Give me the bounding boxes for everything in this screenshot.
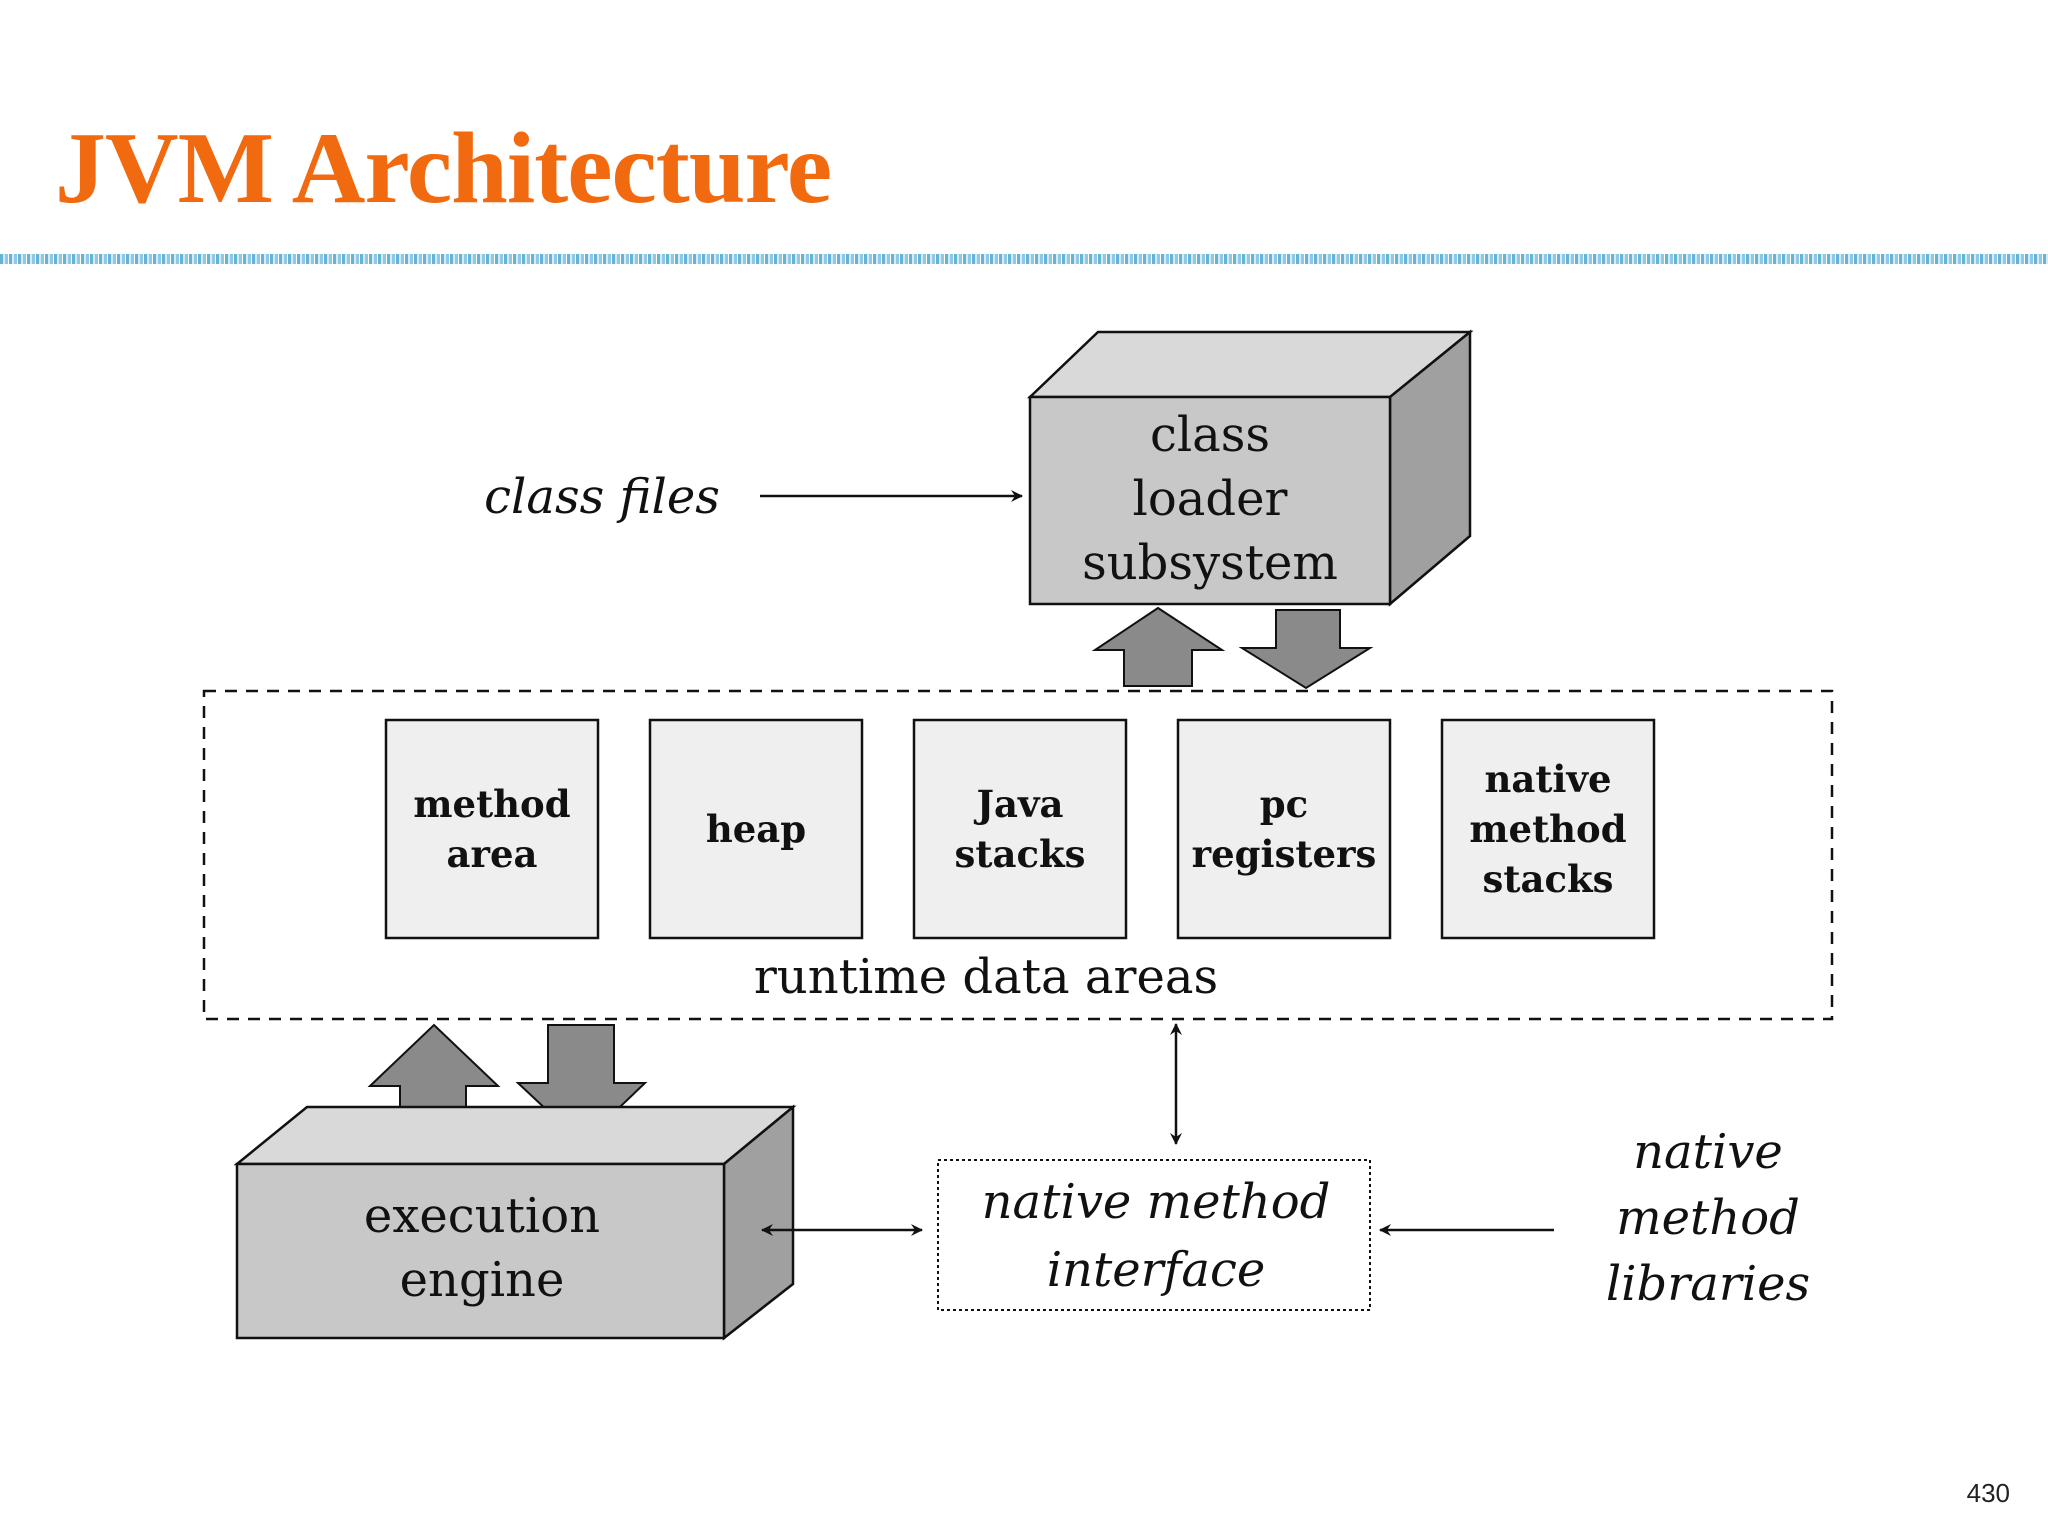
slide-title: JVM Architecture [55,112,832,225]
runtime-area-box [384,718,600,940]
native-interface-line: interface [1047,1242,1266,1298]
native-method-interface-label: native method interface [982,1174,1331,1298]
runtime-area-box [1176,718,1392,940]
runtime-area-label: heap [706,807,806,851]
runtime-area-label: Java stacks [955,782,1086,876]
execution-engine-line: engine [400,1252,565,1308]
runtime-area-label: method area [413,782,570,876]
execution-engine-top-face [233,1105,797,1166]
class-loader-line: subsystem [1082,535,1338,591]
native-method-libraries-label: native method libraries [1606,1124,1810,1312]
runtime-area-label: pc registers [1192,782,1377,876]
runtime-area-line: method [1469,807,1626,851]
native-libraries-line: method [1616,1190,1800,1246]
runtime-area-line: pc [1260,782,1308,826]
class-files-label: class files [484,469,720,525]
execution-engine-label: execution engine [364,1188,600,1308]
runtime-area-line: stacks [1483,857,1614,901]
runtime-area-box [1440,718,1656,940]
runtime-area-line: Java [974,782,1064,826]
runtime-areas: method area heap Java stacks pc registers nativ… [384,718,1656,940]
execution-engine-line: execution [364,1188,600,1244]
block-arrow-up-to-class-loader [1091,606,1226,687]
runtime-area-line: native [1484,757,1611,801]
execution-engine: execution engine [233,1104,797,1341]
native-libraries-line: native [1633,1124,1783,1180]
runtime-area-label: native method stacks [1469,757,1626,901]
runtime-area-line: stacks [955,832,1086,876]
runtime-area-box [912,718,1128,940]
native-method-interface-box [937,1159,1371,1311]
execution-engine-front-face [235,1162,726,1340]
runtime-data-areas-container [202,689,1834,1021]
class-loader-subsystem: class loader subsystem [1026,329,1474,607]
native-interface-line: native method [982,1174,1331,1230]
runtime-area-line: registers [1192,832,1377,876]
runtime-area-box [648,718,864,940]
class-loader-line: class [1150,407,1270,463]
class-loader-label: class loader subsystem [1082,407,1338,591]
runtime-area-line: area [447,832,538,876]
title-divider [0,254,2048,264]
page-number: 430 [1966,1478,2010,1508]
class-loader-front-face [1028,395,1392,606]
block-arrow-down-from-class-loader [1238,609,1374,690]
runtime-area-line: method [413,782,570,826]
runtime-data-areas-label: runtime data areas [754,949,1218,1005]
class-loader-line: loader [1133,471,1288,527]
class-files-line: class files [484,469,720,525]
native-libraries-line: libraries [1606,1256,1810,1312]
runtime-area-line: heap [706,807,806,851]
